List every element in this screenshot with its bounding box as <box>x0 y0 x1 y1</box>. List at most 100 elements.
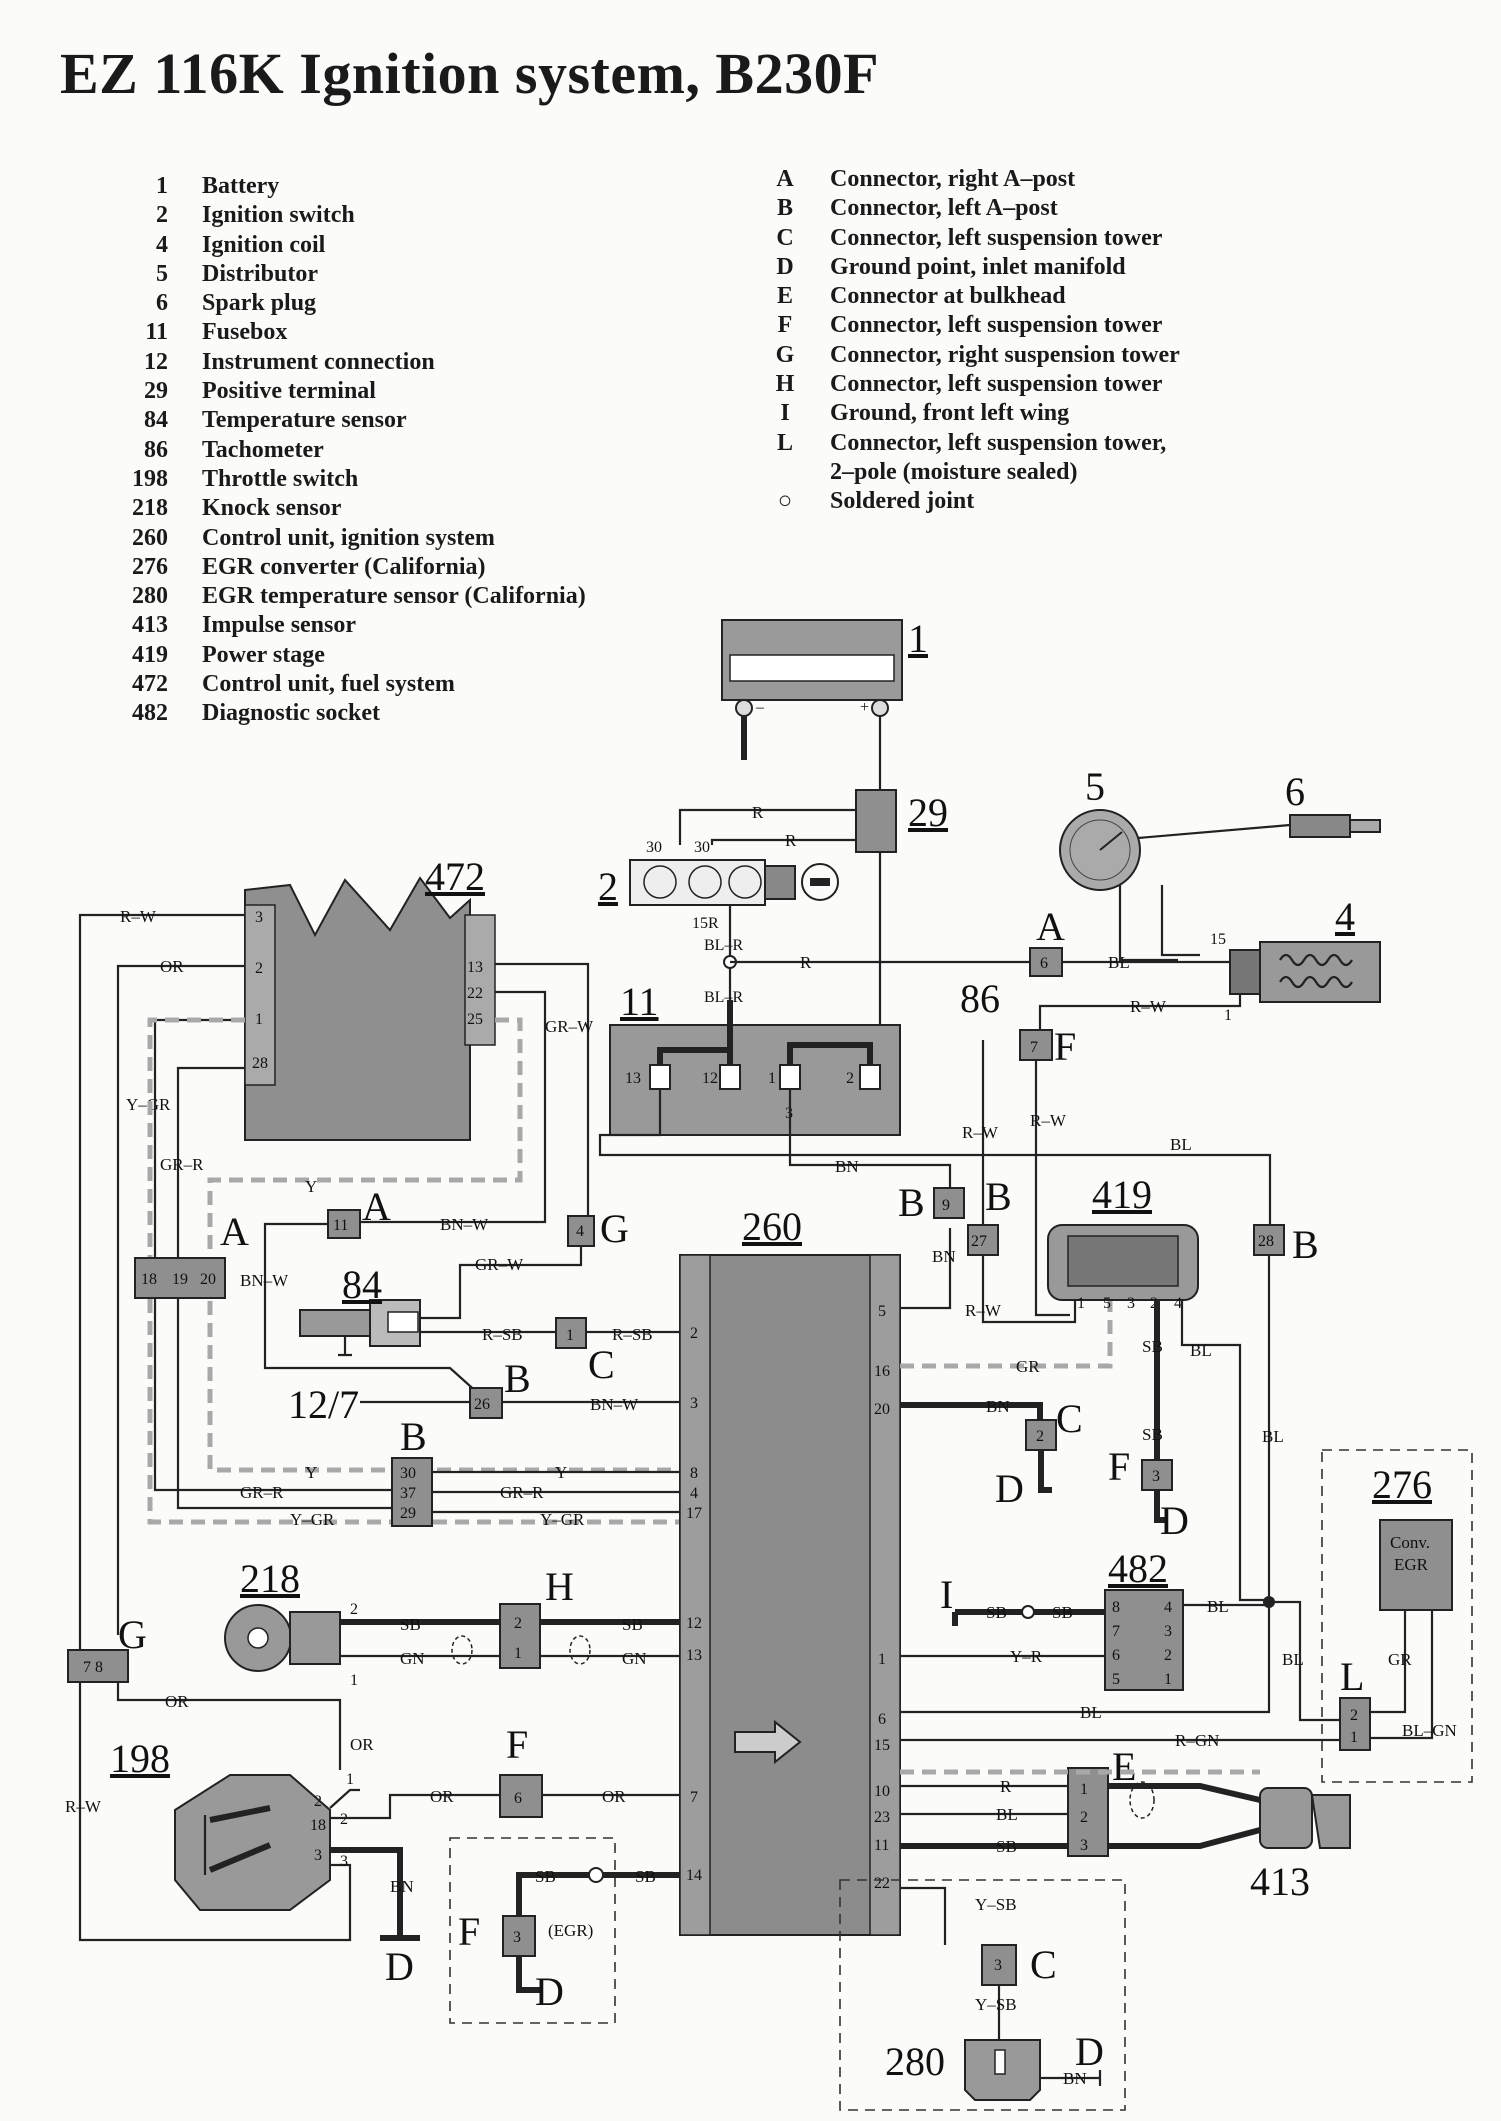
legend-value: Fusebox <box>202 319 288 346</box>
legend-value: Impulse sensor <box>202 612 357 639</box>
egr-converter <box>1379 1519 1453 1611</box>
connector-letter: A <box>362 1184 391 1229</box>
wire-label: R <box>752 803 764 822</box>
fuse-bus-13 <box>657 1000 733 1065</box>
legend-key: 86 <box>144 436 168 463</box>
legend-value: Soldered joint <box>830 488 975 515</box>
battery-positive-terminal <box>871 699 889 717</box>
pin-label: 37 <box>400 1485 416 1502</box>
wire-r-w-fuel-cu <box>78 913 245 1650</box>
pin-label: 7 <box>690 1789 698 1806</box>
connector-letter: G <box>118 1612 147 1657</box>
ground-d-egr <box>516 1956 540 1993</box>
wire-coil-1 <box>1038 994 1242 1040</box>
pin-label: 3 <box>690 1395 698 1412</box>
wire-label: Y–SB <box>975 1895 1017 1914</box>
pin-label: 15 <box>874 1737 890 1754</box>
connector-f-7 <box>1019 1029 1053 1061</box>
connector-letter: F <box>506 1722 528 1767</box>
wire-bl-to-l <box>1269 1600 1340 1722</box>
pin-label: 2 <box>1080 1809 1088 1826</box>
pin-label: 6 <box>1112 1647 1120 1664</box>
legend-key: 276 <box>132 553 168 580</box>
battery-minus-label: – <box>755 699 765 716</box>
connector-g-7-8 <box>67 1649 129 1683</box>
legend-value: Connector, left suspension tower <box>830 371 1163 398</box>
wire-label: BN–W <box>590 1395 639 1414</box>
battery-negative-terminal <box>735 699 753 717</box>
ignition-control-unit <box>679 1254 901 1936</box>
wire-label: BN <box>986 1397 1010 1416</box>
wire-label: BN <box>932 1247 956 1266</box>
wire-or-f6 <box>330 1793 500 1820</box>
legend-value: Connector, left suspension tower, <box>830 429 1167 456</box>
pin-label: 3 <box>1152 1468 1160 1485</box>
wire-label: R–GN <box>1175 1731 1219 1750</box>
pin-label: 28 <box>1258 1233 1274 1250</box>
wire-label: Y <box>305 1177 317 1196</box>
wire-label: R–W <box>1030 1111 1067 1130</box>
egr-valve-area <box>449 1837 616 2024</box>
pin-label: 11 <box>874 1837 889 1854</box>
battery: – + 1 <box>721 616 928 717</box>
label-fusebox: 11 <box>620 979 659 1024</box>
pin-label: 17 <box>686 1505 702 1522</box>
wire-bl-gn-egr <box>1370 1610 1434 1740</box>
battery-plus-label: + <box>860 699 869 716</box>
label-egr-temperature-sensor: 280 <box>885 2039 945 2084</box>
wire-impulse-1 <box>1108 1783 1261 1803</box>
wire-r-w-throttle <box>78 1682 352 1942</box>
wire-bn-cu-20 <box>900 1402 1043 1420</box>
connector-letter: I <box>940 1572 953 1617</box>
legend-value: Power stage <box>202 641 325 668</box>
wire-label: Y <box>555 1463 567 1482</box>
wire-label: OR <box>350 1735 374 1754</box>
legend-key: 218 <box>132 495 168 522</box>
pin-label: 1 <box>350 1672 358 1689</box>
wire-label: GR–W <box>475 1255 524 1274</box>
label-battery: 1 <box>908 616 928 661</box>
pin-label: 30 <box>400 1465 416 1482</box>
wire-bl-cu-6 <box>900 1602 1271 1714</box>
pin-label: 27 <box>971 1233 987 1250</box>
pin-label: 1 <box>1350 1729 1358 1746</box>
legend-key: 6 <box>156 290 168 317</box>
throttle-switch <box>174 1774 331 1911</box>
connector-letter: F <box>458 1909 480 1954</box>
label-tachometer: 86 <box>960 976 1000 1021</box>
pin-label: 15R <box>692 915 719 932</box>
pin-label: 2 <box>255 960 263 977</box>
connector-letter: F <box>1108 1444 1130 1489</box>
legend-value: Distributor <box>202 260 318 287</box>
pin-label: 1 <box>346 1771 354 1788</box>
connector-letter: B <box>985 1174 1012 1219</box>
wire-label: OR <box>430 1787 454 1806</box>
pin-label: 22 <box>874 1875 890 1892</box>
legend-key: H <box>775 371 795 398</box>
wire-gr-ps <box>900 1300 1113 1369</box>
pin-label: 6 <box>878 1711 886 1728</box>
legend-row: ○Soldered joint <box>770 487 1180 516</box>
connector-letter: A <box>220 1209 249 1254</box>
wire-r-w-ps <box>981 1255 1077 1324</box>
legend-row: 2–pole (moisture sealed) <box>770 458 1180 487</box>
power-stage <box>1047 1224 1199 1301</box>
connector-b-28 <box>1253 1224 1285 1256</box>
wire-label: R <box>1000 1777 1012 1796</box>
wire-label: SB <box>996 1837 1017 1856</box>
pin-label: 2 <box>690 1325 698 1342</box>
pin-label: 25 <box>467 1011 483 1028</box>
knock-sensor <box>224 1604 341 1672</box>
connector-letter: E <box>1112 1744 1136 1789</box>
pin-label: 12 <box>702 1070 718 1087</box>
pin-label: 8 <box>1112 1599 1120 1616</box>
soldered-joint <box>1021 1605 1035 1619</box>
